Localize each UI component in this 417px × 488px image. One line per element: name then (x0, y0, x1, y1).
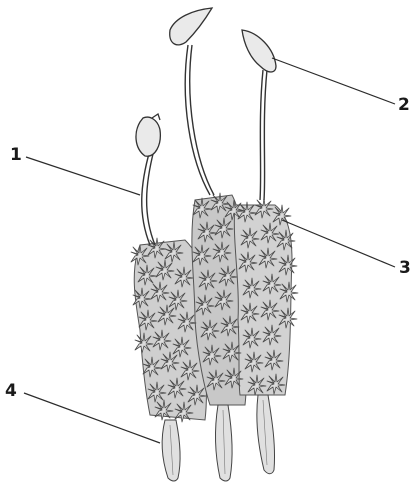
leafy-stems (131, 193, 298, 422)
leader-line-2 (272, 58, 395, 104)
callout-label-2: 2 (398, 97, 410, 114)
leader-line-3 (282, 220, 395, 267)
callout-label-3: 3 (399, 260, 411, 277)
leader-line-1 (26, 157, 140, 195)
leader-line-4 (24, 393, 160, 443)
callout-label-1: 1 (10, 147, 22, 164)
sporophyte-capsules (136, 8, 276, 156)
callout-label-4: 4 (5, 383, 17, 400)
